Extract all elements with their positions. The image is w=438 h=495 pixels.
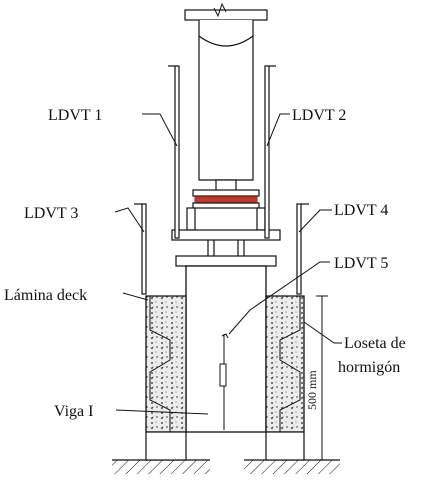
ldvt5-sensor [219,363,227,387]
label-ldvt2: LDVT 2 [292,107,346,124]
label-ldvt5: LDVT 5 [334,255,388,272]
dimension-500 [316,295,328,461]
label-ldvt4: LDVT 4 [334,202,388,219]
label-ldvt3: LDVT 3 [24,205,78,222]
label-loseta-2: hormigón [338,359,400,376]
leader-lines [114,113,342,415]
ldvt-rods [134,65,309,295]
dimension-label: 500 mm [305,370,319,410]
label-lamina-deck: Lámina deck [4,287,87,304]
hydraulic-jack [198,20,254,181]
i-beam [185,265,267,433]
right-slab [265,295,305,433]
load-plate [194,196,258,203]
label-ldvt1: LDVT 1 [48,107,102,124]
label-viga: Viga I [54,403,93,420]
ground [112,431,340,474]
loading-frame [171,2,281,267]
label-loseta-1: Loseta de [344,335,406,352]
specimen [145,265,305,433]
